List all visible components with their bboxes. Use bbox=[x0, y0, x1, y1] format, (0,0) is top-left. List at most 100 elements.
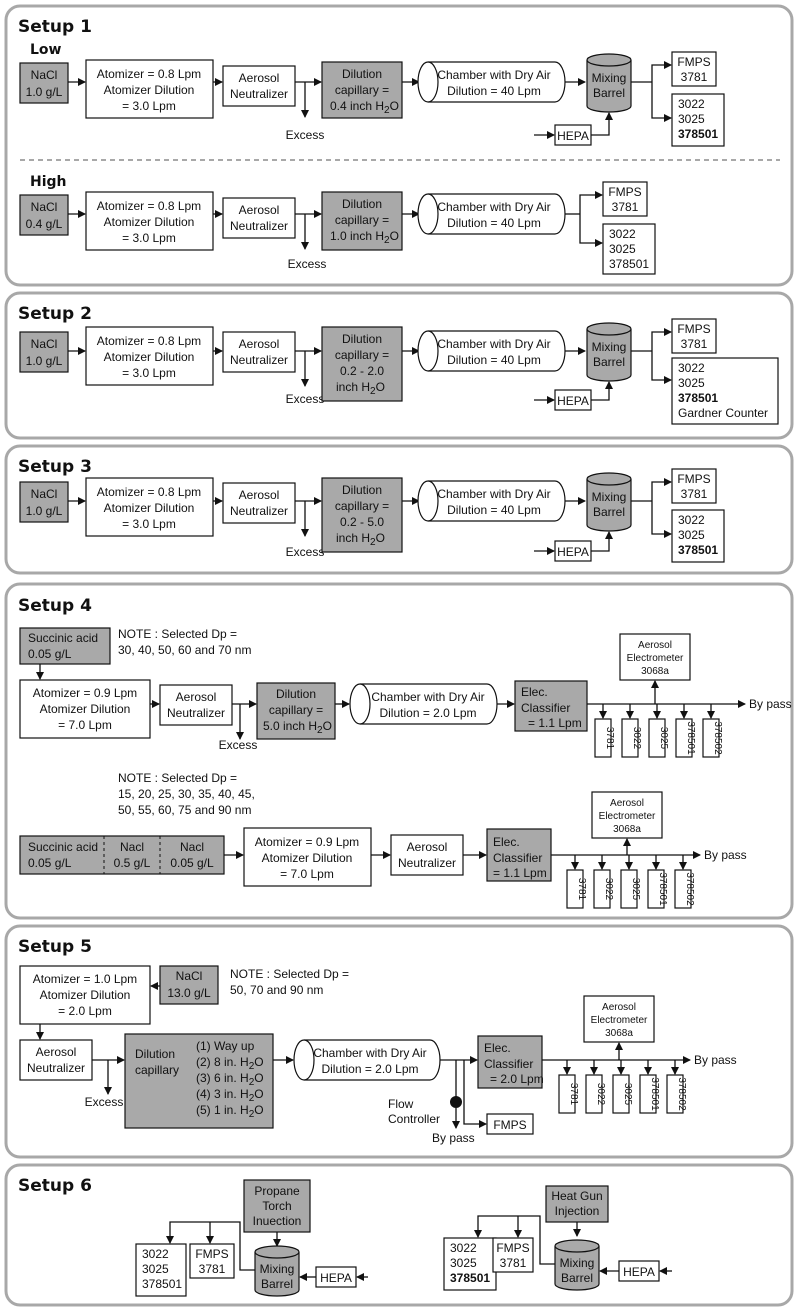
svg-text:By pass: By pass bbox=[694, 1053, 737, 1067]
svg-text:Chamber with Dry Air: Chamber with Dry Air bbox=[437, 487, 550, 501]
svg-text:Dilution = 2.0 Lpm: Dilution = 2.0 Lpm bbox=[379, 706, 476, 720]
svg-text:3025: 3025 bbox=[630, 878, 641, 901]
svg-text:NOTE : Selected Dp =: NOTE : Selected Dp = bbox=[118, 771, 237, 785]
svg-text:3025: 3025 bbox=[658, 727, 669, 750]
svg-text:NaCl: NaCl bbox=[31, 487, 58, 501]
svg-text:Flow: Flow bbox=[388, 1097, 414, 1111]
svg-text:Inuection: Inuection bbox=[253, 1214, 302, 1228]
svg-text:3025: 3025 bbox=[678, 376, 705, 390]
svg-text:Dilution = 2.0 Lpm: Dilution = 2.0 Lpm bbox=[321, 1062, 418, 1076]
svg-text:Barrel: Barrel bbox=[261, 1277, 293, 1291]
svg-text:0.5 g/L: 0.5 g/L bbox=[114, 856, 151, 870]
svg-text:0.2 - 2.0: 0.2 - 2.0 bbox=[340, 364, 384, 378]
svg-text:50, 55, 60, 75 and 90 nm: 50, 55, 60, 75 and 90 nm bbox=[118, 803, 251, 817]
svg-text:1.0 inch H2O: 1.0 inch H2O bbox=[330, 229, 399, 246]
svg-text:Succinic acid: Succinic acid bbox=[28, 840, 98, 854]
svg-text:Aerosol: Aerosol bbox=[239, 488, 280, 502]
svg-text:3022: 3022 bbox=[595, 1083, 606, 1106]
svg-text:3781: 3781 bbox=[604, 727, 615, 750]
svg-text:Dilution: Dilution bbox=[342, 197, 382, 211]
svg-text:3022: 3022 bbox=[609, 227, 636, 241]
svg-text:3025: 3025 bbox=[678, 112, 705, 126]
svg-text:Chamber with Dry Air: Chamber with Dry Air bbox=[437, 68, 550, 82]
neutralizer-box bbox=[222, 65, 296, 107]
fmps-box bbox=[671, 51, 717, 87]
svg-text:Neutralizer: Neutralizer bbox=[230, 504, 288, 518]
svg-text:Excess: Excess bbox=[85, 1095, 124, 1109]
svg-text:0.05 g/L: 0.05 g/L bbox=[28, 647, 72, 661]
svg-text:Elec.: Elec. bbox=[521, 685, 548, 699]
svg-text:Barrel: Barrel bbox=[561, 1271, 593, 1285]
svg-text:Torch: Torch bbox=[262, 1199, 291, 1213]
svg-text:0.4 inch H2O: 0.4 inch H2O bbox=[330, 99, 399, 116]
setup-6-title: Setup 6 bbox=[18, 1176, 92, 1196]
svg-text:0.05 g/L: 0.05 g/L bbox=[28, 856, 72, 870]
svg-text:378501: 378501 bbox=[678, 543, 718, 557]
setup-3-panel: Setup 3 NaCl 1.0 g/L Atomizer = 0.8 Lpm … bbox=[4, 444, 794, 575]
svg-text:By pass: By pass bbox=[704, 848, 747, 862]
svg-text:Atomizer Dilution: Atomizer Dilution bbox=[40, 702, 131, 716]
svg-text:378502: 378502 bbox=[676, 1077, 687, 1111]
svg-text:capillary =: capillary = bbox=[335, 499, 389, 513]
svg-text:3022: 3022 bbox=[603, 878, 614, 901]
atomizer-box bbox=[85, 59, 214, 119]
setup-2-panel: Setup 2 NaCl 1.0 g/L Atomizer = 0.8 Lpm … bbox=[4, 291, 794, 440]
classifier-branches-5: 3781 3022 3025 378501 378502 bbox=[558, 1060, 687, 1114]
svg-text:Excess: Excess bbox=[286, 128, 325, 142]
svg-text:50, 70 and 90 nm: 50, 70 and 90 nm bbox=[230, 983, 323, 997]
svg-text:= 7.0 Lpm: = 7.0 Lpm bbox=[280, 867, 334, 881]
svg-text:Aerosol: Aerosol bbox=[36, 1045, 77, 1059]
svg-text:378501: 378501 bbox=[649, 1077, 660, 1111]
svg-text:3025: 3025 bbox=[678, 528, 705, 542]
svg-text:Aerosol: Aerosol bbox=[239, 71, 280, 85]
svg-text:13.0 g/L: 13.0 g/L bbox=[167, 986, 211, 1000]
svg-text:Dilution = 40 Lpm: Dilution = 40 Lpm bbox=[447, 216, 541, 230]
svg-text:Heat Gun: Heat Gun bbox=[551, 1189, 602, 1203]
svg-text:Dilution = 40 Lpm: Dilution = 40 Lpm bbox=[447, 84, 541, 98]
svg-text:0.4 g/L: 0.4 g/L bbox=[26, 217, 63, 231]
svg-text:1.0 g/L: 1.0 g/L bbox=[26, 85, 63, 99]
svg-text:= 1.1 Lpm: = 1.1 Lpm bbox=[493, 866, 547, 880]
svg-text:HEPA: HEPA bbox=[557, 129, 589, 143]
flow-controller-valve bbox=[450, 1096, 462, 1108]
svg-text:(4) 3 in. H2O: (4) 3 in. H2O bbox=[196, 1087, 264, 1104]
svg-text:Atomizer Dilution: Atomizer Dilution bbox=[104, 350, 195, 364]
svg-text:Chamber with Dry Air: Chamber with Dry Air bbox=[371, 690, 484, 704]
solution-box bbox=[19, 835, 225, 875]
svg-text:By pass: By pass bbox=[749, 697, 792, 711]
svg-text:Atomizer Dilution: Atomizer Dilution bbox=[104, 501, 195, 515]
svg-text:Barrel: Barrel bbox=[593, 505, 625, 519]
svg-text:3025: 3025 bbox=[622, 1083, 633, 1106]
svg-text:NaCl: NaCl bbox=[31, 68, 58, 82]
svg-text:378501: 378501 bbox=[685, 721, 696, 755]
svg-text:FMPS: FMPS bbox=[677, 472, 710, 486]
svg-text:3025: 3025 bbox=[450, 1256, 477, 1270]
svg-text:FMPS: FMPS bbox=[608, 185, 641, 199]
svg-text:Atomizer Dilution: Atomizer Dilution bbox=[104, 83, 195, 97]
svg-text:Atomizer = 0.8 Lpm: Atomizer = 0.8 Lpm bbox=[97, 485, 201, 499]
svg-text:Mixing: Mixing bbox=[592, 490, 627, 504]
svg-text:Classifier: Classifier bbox=[521, 701, 570, 715]
svg-text:Neutralizer: Neutralizer bbox=[27, 1061, 85, 1075]
svg-text:3025: 3025 bbox=[142, 1262, 169, 1276]
svg-text:Aerosol: Aerosol bbox=[602, 1002, 636, 1013]
svg-text:Elec.: Elec. bbox=[484, 1041, 511, 1055]
setup-1-panel: Setup 1 Low NaCl 1.0 g/L Atomizer = 0.8 … bbox=[4, 4, 794, 287]
svg-text:Dilution = 40 Lpm: Dilution = 40 Lpm bbox=[447, 503, 541, 517]
svg-text:Aerosol: Aerosol bbox=[239, 203, 280, 217]
svg-text:capillary =: capillary = bbox=[269, 703, 323, 717]
svg-text:3022: 3022 bbox=[450, 1241, 477, 1255]
classifier-branches-4a: 3781 3022 3025 378501 378502 bbox=[594, 704, 723, 758]
setup-5-panel: Setup 5 Atomizer = 1.0 Lpm Atomizer Dilu… bbox=[4, 924, 794, 1159]
svg-text:(2) 8 in. H2O: (2) 8 in. H2O bbox=[196, 1055, 264, 1072]
svg-text:3781: 3781 bbox=[500, 1256, 527, 1270]
svg-text:Mixing: Mixing bbox=[560, 1256, 595, 1270]
svg-text:Aerosol: Aerosol bbox=[610, 798, 644, 809]
svg-text:Excess: Excess bbox=[286, 392, 325, 406]
svg-text:Barrel: Barrel bbox=[593, 355, 625, 369]
svg-text:HEPA: HEPA bbox=[320, 1271, 352, 1285]
svg-text:FMPS: FMPS bbox=[195, 1247, 228, 1261]
svg-text:Excess: Excess bbox=[286, 545, 325, 559]
svg-text:30, 40, 50, 60 and 70 nm: 30, 40, 50, 60 and 70 nm bbox=[118, 643, 251, 657]
setup-1-high-label: High bbox=[30, 174, 67, 190]
